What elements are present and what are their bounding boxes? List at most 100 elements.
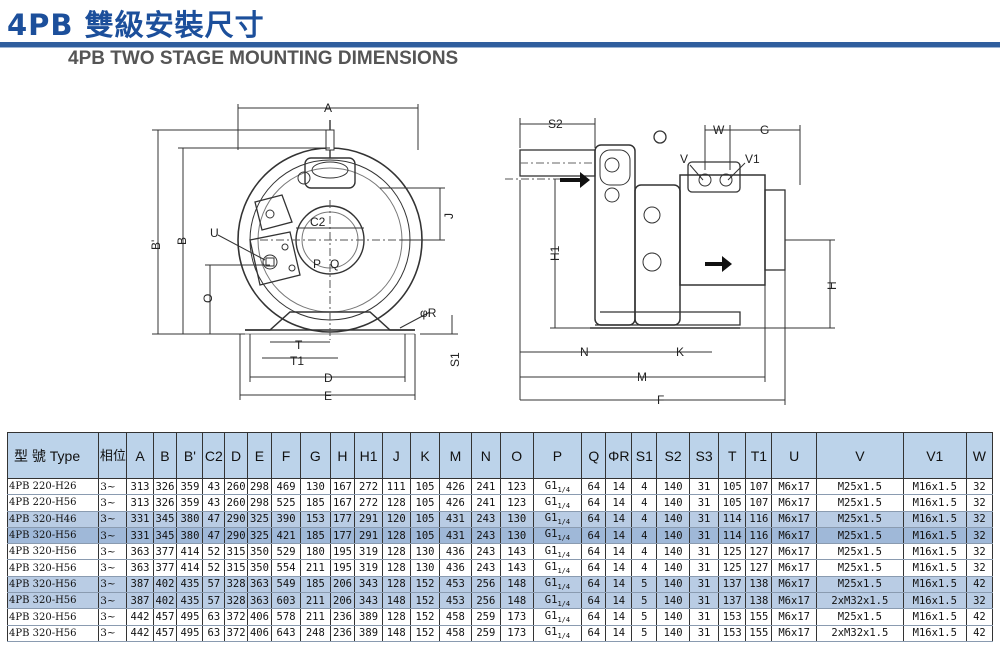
table-cell: 152 [409,576,441,594]
table-cell: 5 [631,608,658,626]
table-cell: 114 [718,511,747,528]
front-view: A B' B O C2 U P Q J φR S1 T [149,101,462,403]
table-cell: 64 [581,477,607,496]
table-cell: 435 [176,592,204,610]
table-cell: 153 [300,511,331,528]
dim-label-H1: H1 [548,245,562,261]
table-cell: M16x1.5 [902,477,967,496]
table-cell: 14 [605,559,633,577]
table-cell: 138 [745,576,773,594]
table-cell: 114 [718,527,747,545]
column-header: 型 號 Type [6,432,100,479]
table-cell: M16x1.5 [902,511,967,528]
table-cell: 387 [126,576,154,594]
table-cell: 130 [409,559,441,577]
table-cell: M16x1.5 [902,625,967,642]
table-cell: 435 [176,576,204,594]
table-cell: 31 [688,608,720,626]
table-cell: 495 [176,625,204,642]
table-cell: 155 [745,625,773,642]
title-rule [0,42,1000,47]
table-cell: M25x1.5 [815,543,904,561]
table-cell: 42 [965,625,994,642]
table-cell: M25x1.5 [815,511,904,528]
table-cell: 2xM32x1.5 [815,625,904,642]
table-cell: 359 [176,494,204,512]
table-cell: 298 [246,477,272,496]
side-view: S2 W G V V1 H1 H N K M F [505,117,839,407]
table-cell: 4PB 320-H56 [6,625,100,642]
page-title: 4PB 雙級安裝尺寸 [7,8,265,42]
table-cell: 3~ [98,527,128,545]
table-cell: 525 [270,494,302,512]
table-cell: 140 [656,592,690,610]
table-cell: 43 [202,477,226,496]
table-cell: 206 [329,592,356,610]
table-cell: 4PB 320-H56 [6,559,100,577]
table-cell: 319 [354,543,383,561]
table-cell: 130 [499,511,534,528]
dim-label-E: E [324,389,332,403]
table-cell: 14 [605,494,633,512]
dim-label-phiR: φR [420,306,437,320]
table-cell: 313 [126,477,154,496]
table-cell: 105 [409,477,441,496]
table-cell: 4PB 320-H56 [6,592,100,610]
table-cell: 325 [246,511,272,528]
table-cell: M16x1.5 [902,494,967,512]
table-cell: M25x1.5 [815,494,904,512]
column-header: J [381,432,411,479]
table-cell: 4PB 320-H56 [6,527,100,545]
table-cell: M6x17 [771,477,817,496]
table-cell: 272 [354,477,383,496]
table-cell: 148 [381,592,411,610]
table-cell: M6x17 [771,592,817,610]
table-cell: 256 [470,592,501,610]
column-header: O [499,432,534,479]
table-cell: 259 [470,608,501,626]
table-cell: 5 [631,592,658,610]
table-cell: 331 [126,511,154,528]
table-cell: 326 [152,494,178,512]
table-cell: 14 [605,592,633,610]
table-cell: 3~ [98,608,128,626]
table-cell: 380 [176,527,204,545]
table-cell: 64 [581,543,607,561]
table-cell: 140 [656,608,690,626]
table-cell: 406 [246,625,272,642]
table-cell: 4 [631,543,658,561]
table-cell: 107 [745,477,773,496]
table-cell: 155 [745,608,773,626]
table-cell: 313 [126,494,154,512]
table-cell: 105 [409,527,441,545]
table-cell: 47 [202,511,226,528]
table-cell: 105 [409,494,441,512]
dim-label-T: T [295,338,303,352]
table-cell: 3~ [98,543,128,561]
table-cell: 315 [224,559,248,577]
table-cell: 359 [176,477,204,496]
table-cell: 603 [270,592,302,610]
table-cell: 4 [631,511,658,528]
dim-label-M: M [637,370,647,384]
table-cell: M6x17 [771,576,817,594]
table-cell: 128 [381,559,411,577]
table-cell: 363 [246,592,272,610]
table-cell: 260 [224,477,248,496]
table-cell: G11/4 [532,625,583,642]
table-cell: 248 [300,625,331,642]
table-cell: 328 [224,592,248,610]
table-cell: 343 [354,592,383,610]
table-cell: 140 [656,576,690,594]
table-cell: 31 [688,592,720,610]
table-cell: 290 [224,511,248,528]
table-cell: M6x17 [771,625,817,642]
table-cell: 64 [581,559,607,577]
